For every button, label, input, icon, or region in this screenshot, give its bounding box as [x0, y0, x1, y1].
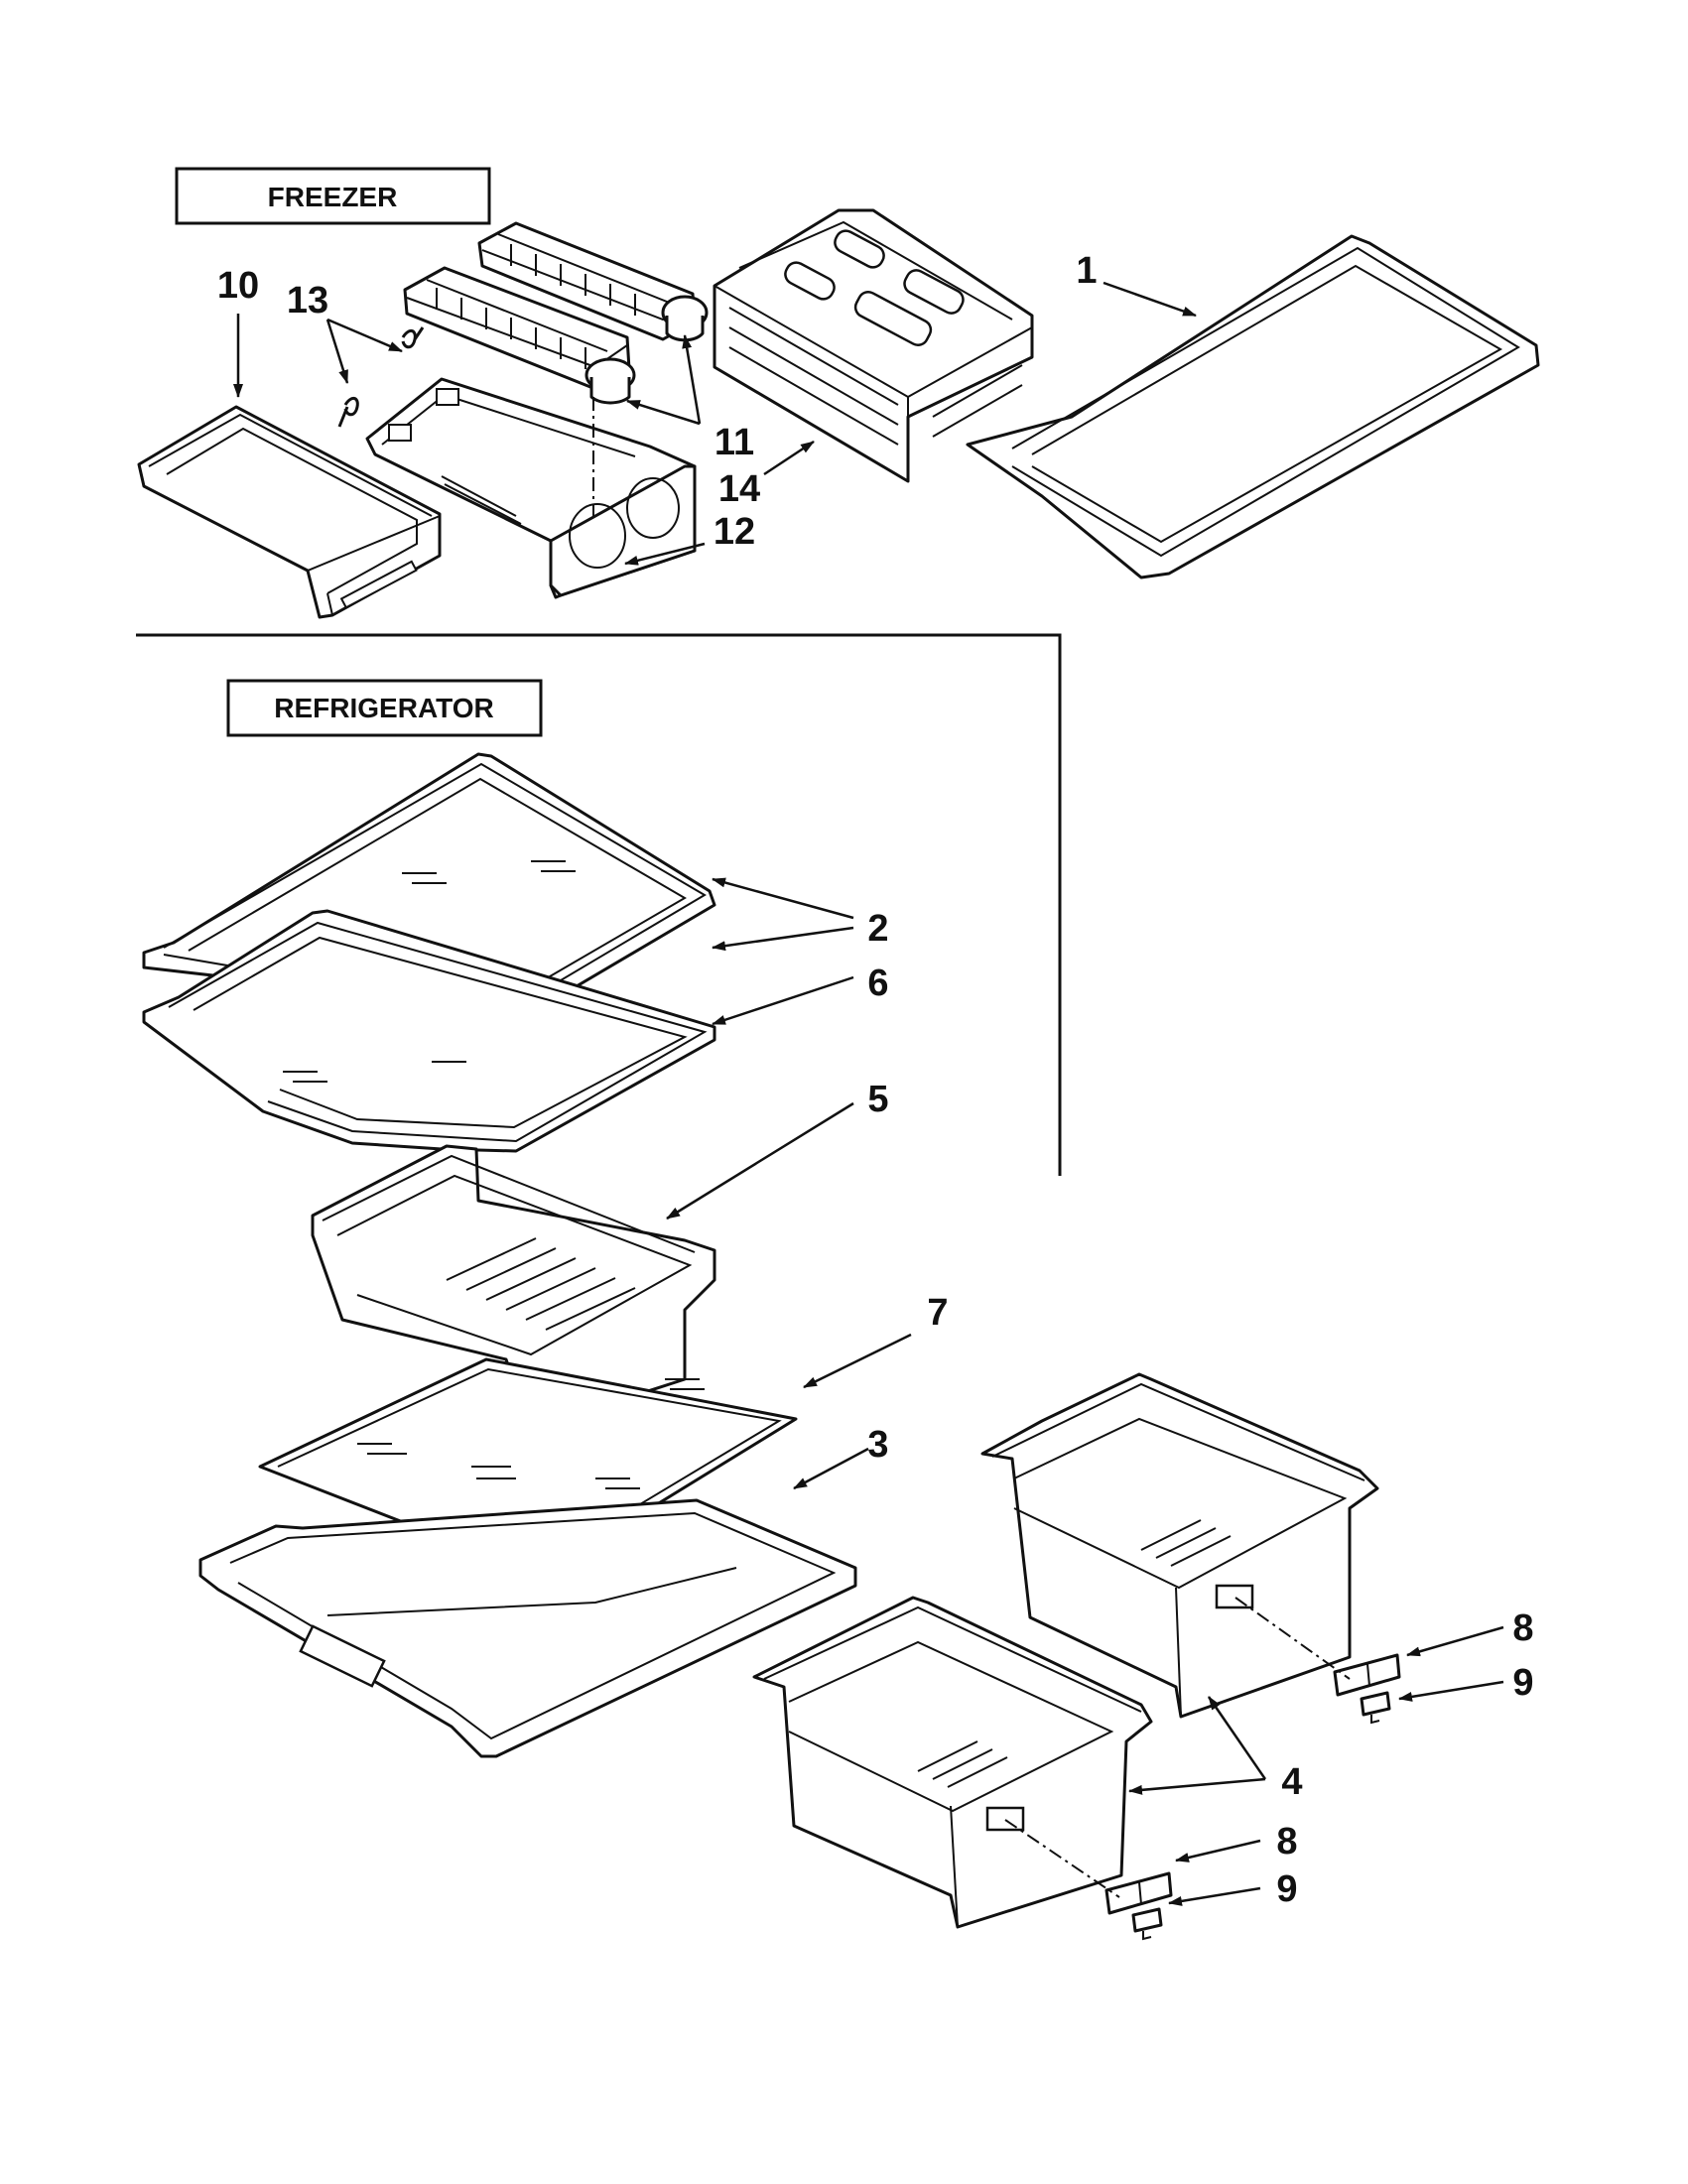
callout-1: 1: [1076, 250, 1097, 292]
section-divider: [136, 633, 1062, 1176]
callout-2: 2: [867, 908, 888, 950]
callout-numbers: 1 10 13 11 12 14 2 6 5 7 3 8 9 4 8 9: [217, 250, 1534, 1910]
part-8-labels: [1104, 1653, 1401, 1915]
callout-7: 7: [927, 1292, 948, 1334]
callout-9b: 9: [1276, 1868, 1297, 1910]
leader-lines: [233, 281, 1504, 1906]
callout-12: 12: [714, 511, 755, 553]
callout-10: 10: [217, 265, 259, 307]
part-9-clips: [1131, 1691, 1391, 1941]
callout-4: 4: [1281, 1761, 1302, 1803]
callout-13: 13: [287, 280, 328, 321]
callout-6: 6: [867, 963, 888, 1004]
callout-11: 11: [714, 422, 754, 463]
callout-3: 3: [867, 1424, 888, 1466]
part-1-freezer-shelf: [966, 234, 1540, 579]
freezer-label-text: FREEZER: [268, 182, 398, 212]
part-12-ice-tray-frame: [365, 377, 697, 599]
refrigerator-section-label: REFRIGERATOR: [226, 679, 543, 737]
part-11-ice-trays: [403, 221, 709, 405]
part-13-springs: [337, 326, 425, 428]
callout-8b: 8: [1276, 1821, 1297, 1863]
callout-14: 14: [718, 468, 760, 510]
part-14-ice-bucket-housing: [713, 208, 1034, 483]
part-10-freezer-bin: [137, 405, 442, 619]
refrigerator-label-text: REFRIGERATOR: [274, 693, 493, 723]
callout-9a: 9: [1512, 1662, 1533, 1704]
callout-5: 5: [867, 1079, 888, 1120]
part-5-crisper-drawer: [311, 1144, 716, 1431]
callout-8a: 8: [1512, 1607, 1533, 1649]
part-3-crisper-cover-frame: [198, 1498, 857, 1758]
part-6-lower-shelf: [142, 909, 716, 1153]
part-4-lower-drawers: [752, 1372, 1379, 1929]
assembly-lines: [592, 397, 1351, 1898]
freezer-section-label: FREEZER: [175, 167, 491, 225]
